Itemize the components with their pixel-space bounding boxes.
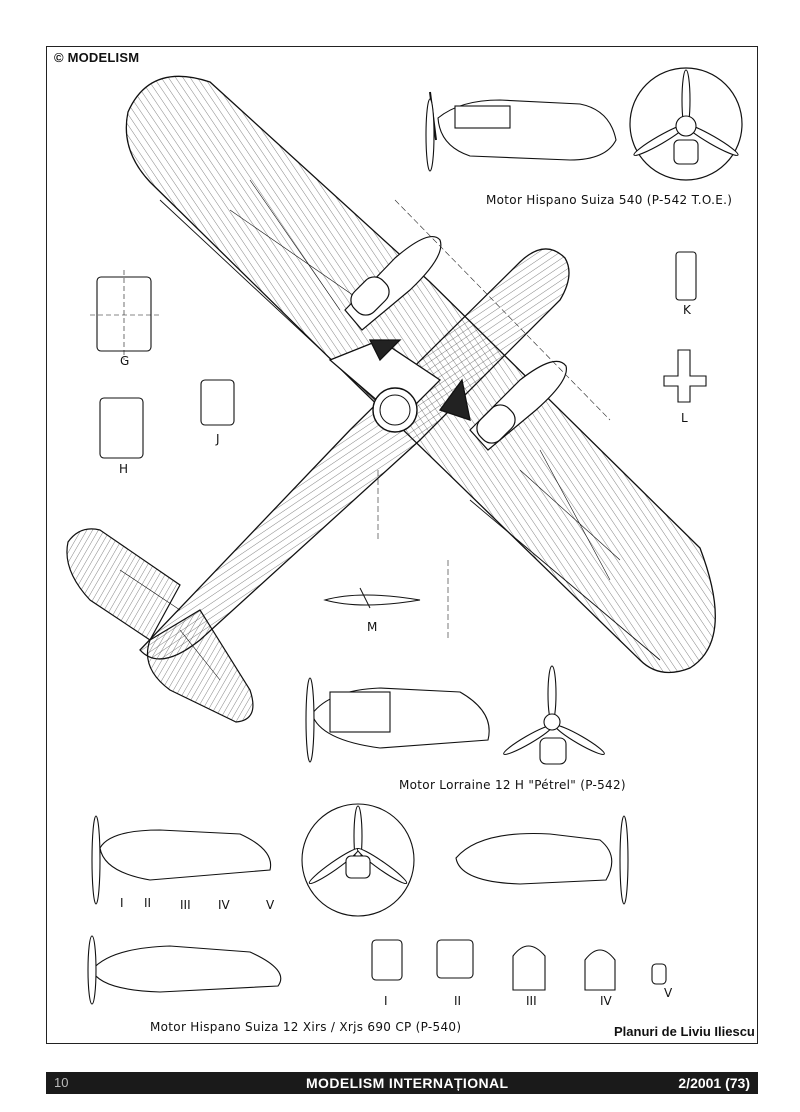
label-k: K — [683, 303, 691, 317]
label-h: H — [119, 462, 129, 476]
label-l: L — [681, 411, 688, 425]
label-station-4: IV — [218, 898, 230, 912]
label-station-1: I — [120, 896, 124, 910]
plan-nacelles — [344, 236, 568, 451]
label-section-2: II — [454, 994, 462, 1008]
hispano-540-side-view — [425, 67, 743, 181]
section-views-right — [663, 251, 707, 403]
dimension-lines — [377, 199, 611, 640]
label-station-5: V — [266, 898, 275, 912]
label-station-3: III — [180, 898, 191, 912]
fuselage — [139, 248, 570, 660]
copyright-notice: © MODELISM — [54, 50, 140, 65]
issue-number: 2/2001 (73) — [678, 1075, 750, 1091]
label-section-1: I — [384, 994, 388, 1008]
section-view-m — [323, 587, 421, 609]
page-footer: 10 MODELISM INTERNAȚIONAL 2/2001 (73) — [46, 1072, 758, 1094]
magazine-title: MODELISM INTERNAȚIONAL — [306, 1075, 509, 1091]
page-frame — [46, 46, 758, 1044]
label-section-5: V — [664, 986, 673, 1000]
lorraine-engine-views — [305, 665, 605, 765]
hispano-12x-views — [87, 803, 667, 1005]
caption-hispano-540: Motor Hispano Suiza 540 (P-542 T.O.E.) — [486, 193, 733, 207]
label-station-2: II — [144, 896, 152, 910]
label-g: G — [120, 354, 130, 368]
label-section-4: IV — [600, 994, 612, 1008]
drawing-credit: Planuri de Liviu Iliescu — [614, 1024, 755, 1039]
label-j: J — [216, 432, 220, 446]
label-section-3: III — [526, 994, 537, 1008]
page-number: 10 — [54, 1075, 69, 1090]
tailplane — [66, 528, 254, 723]
section-views-left — [90, 270, 235, 459]
label-m: M — [367, 620, 378, 634]
caption-hispano-12x: Motor Hispano Suiza 12 Xirs / Xrjs 690 C… — [150, 1020, 462, 1034]
caption-lorraine: Motor Lorraine 12 H "Pétrel" (P-542) — [399, 778, 626, 792]
